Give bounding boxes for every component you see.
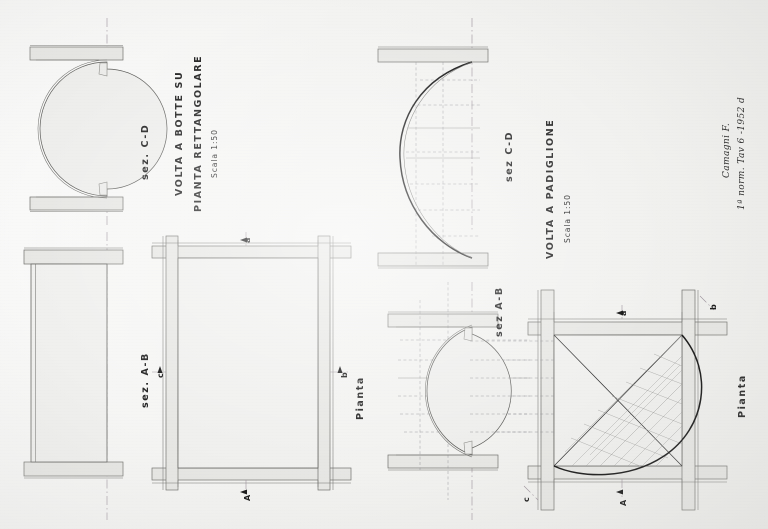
left-marker-c: c <box>156 373 165 378</box>
left-marker-a-top: a <box>243 237 252 243</box>
left-title-line2: PIANTA RETTANGOLARE <box>193 54 204 212</box>
arrowhead-a-bottom <box>616 489 623 495</box>
right-section-cd-label: sez C-D <box>504 130 515 182</box>
beam-top <box>23 249 124 265</box>
right-marker-c: c <box>522 497 531 502</box>
springing-block-top <box>463 327 473 342</box>
right-marker-a-bottom: A <box>619 499 628 506</box>
left-section-ab <box>23 232 124 520</box>
signature-author: Camagni F. <box>722 122 732 178</box>
left-section-ab-label: sez. A-B <box>140 352 151 408</box>
room-area <box>177 257 319 469</box>
arrowhead-c <box>157 366 163 373</box>
left-section-cd <box>29 18 168 225</box>
springing-block-top <box>98 62 108 77</box>
right-marker-a-top: a <box>619 310 628 316</box>
left-title-line1: VOLTA A BOTTE SU <box>174 70 185 196</box>
beam-top <box>387 313 499 328</box>
room-outline <box>30 263 108 463</box>
right-title: VOLTA A PADIGLIONE <box>545 118 556 259</box>
wall-top <box>527 321 728 336</box>
wall-left <box>540 289 555 511</box>
pavilion-dome-band <box>426 326 512 456</box>
left-scale: Scala 1:50 <box>210 129 219 178</box>
right-scale: Scala 1:50 <box>563 194 572 243</box>
pavilion-profile-arc <box>399 61 473 259</box>
left-section-cd-label: sez. C-D <box>140 123 151 180</box>
right-plan-label: Pianta <box>737 374 748 418</box>
left-marker-b: b <box>340 372 349 378</box>
springing-block-bottom <box>98 181 108 196</box>
beam-bottom <box>387 454 499 469</box>
left-plan-label: Pianta <box>355 376 366 420</box>
wall-right <box>681 289 696 511</box>
right-marker-b: b <box>709 304 718 310</box>
springing-block-bottom <box>463 440 473 455</box>
wall-right <box>317 235 331 491</box>
left-plan <box>151 232 352 496</box>
wall-left <box>165 235 179 491</box>
beam-bottom <box>29 196 124 211</box>
right-section-ab <box>387 282 530 520</box>
beam-top <box>29 46 124 61</box>
right-section-ab-label: sez A-B <box>494 286 505 337</box>
beam-bottom <box>23 461 124 477</box>
arrowhead-a-bottom <box>240 489 247 495</box>
right-section-cd <box>377 18 489 269</box>
beam-top <box>377 48 489 63</box>
beam-bottom <box>377 252 489 267</box>
signature-reference: 1ª norm. Tav 6 -1952 d <box>737 96 747 210</box>
left-marker-a-bottom: A <box>243 494 252 501</box>
